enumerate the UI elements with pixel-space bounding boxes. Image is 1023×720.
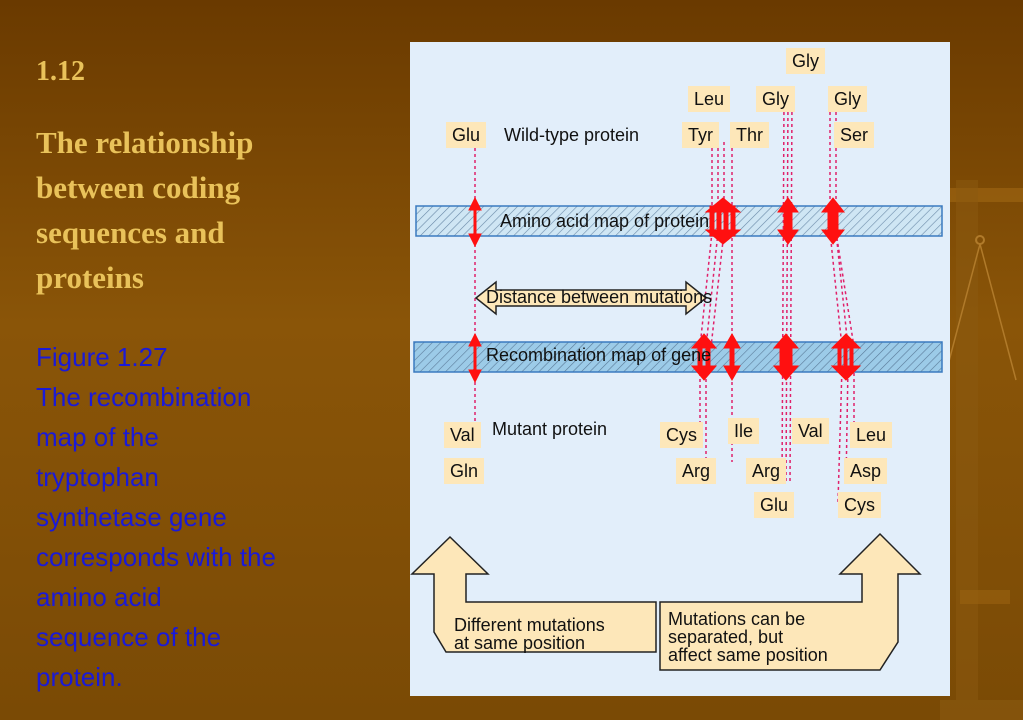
mutant-protein-label: Mutant protein — [492, 419, 608, 439]
mutant-val-1-label: Val — [444, 422, 481, 448]
marker-ser — [820, 197, 846, 245]
distance-arrow — [474, 280, 708, 316]
mutant-gln-label: Gln — [444, 458, 485, 484]
connector-lines — [474, 99, 855, 503]
rmarker-4 — [772, 333, 800, 381]
rmarker-1 — [468, 332, 482, 384]
distance-between-mutations-label: Distance between mutations — [486, 287, 713, 307]
mutant-cys-2-label: Cys — [838, 492, 881, 518]
marker-glu — [468, 196, 482, 248]
callout-left-text: Different mutations at same position — [454, 615, 605, 653]
marker-gly — [777, 197, 799, 245]
slide-number: 1.12 — [36, 56, 85, 87]
figure-graphics — [410, 99, 943, 671]
mutant-val-2-label: Val — [792, 418, 829, 444]
mutant-glu-label: Glu — [754, 492, 795, 518]
wild-type-gly-right-label: Gly — [828, 86, 867, 112]
wild-type-protein-label: Wild-type protein — [504, 125, 640, 145]
rmarker-2 — [690, 333, 718, 381]
marker-tyr-thr — [704, 197, 742, 245]
recombination-map-label: Recombination map of gene — [486, 345, 712, 365]
recombination-map-markers — [468, 332, 862, 384]
mutant-arg-1-label: Arg — [676, 458, 717, 484]
amino-acid-map-bar — [415, 205, 943, 237]
rmarker-5 — [830, 333, 862, 381]
mutant-asp-label: Asp — [844, 458, 888, 484]
caption-body: The recombination map of the tryptophan … — [36, 382, 276, 692]
wild-type-thr-label: Thr — [730, 122, 769, 148]
scales-of-justice-icon — [940, 180, 1023, 720]
amino-acid-map-markers — [468, 196, 846, 248]
caption-heading: Figure 1.27 — [36, 342, 168, 372]
slide-title: The relationship between coding sequence… — [36, 125, 254, 295]
mutant-leu-label: Leu — [850, 422, 893, 448]
wild-type-ser-label: Ser — [834, 122, 875, 148]
callout-left-shape — [410, 535, 657, 653]
callout-right-text: Mutations can be separated, but affect s… — [668, 609, 828, 665]
mutant-ile-label: Ile — [728, 418, 760, 444]
wild-type-gly-left-label: Gly — [756, 86, 795, 112]
rmarker-3 — [723, 332, 741, 382]
mutant-arg-2-label: Arg — [746, 458, 787, 484]
amino-acid-map-label: Amino acid map of protein — [500, 211, 710, 231]
wild-type-glu-label: Glu — [446, 122, 487, 148]
mutant-cys-1-label: Cys — [660, 422, 703, 448]
wild-type-gly-top-label: Gly — [786, 48, 825, 74]
figure-caption: Figure 1.27 The recombination map of the… — [36, 337, 356, 697]
recombination-map-figure: Glu Wild-type protein Leu Tyr Thr Gly Gl… — [410, 42, 950, 696]
callout-right-shape — [659, 532, 922, 671]
wild-type-leu-label: Leu — [688, 86, 731, 112]
wild-type-tyr-label: Tyr — [682, 122, 719, 148]
